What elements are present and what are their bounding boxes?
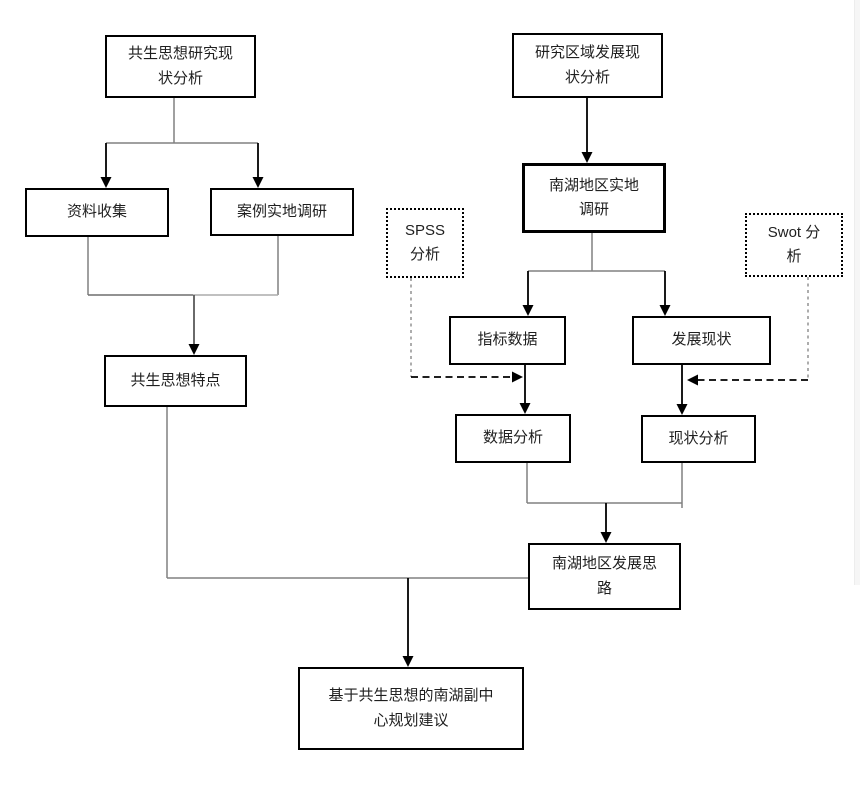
node-data-analysis: 数据分析 bbox=[455, 414, 571, 463]
node-label: 现状分析 bbox=[668, 429, 729, 447]
node-status-analysis: 现状分析 bbox=[641, 415, 756, 463]
node-development-status: 发展现状 bbox=[632, 316, 771, 365]
node-label: SPSS 分析 bbox=[404, 221, 446, 263]
node-label: 南湖地区发展思 路 bbox=[551, 555, 657, 597]
node-final-proposal: 基于共生思想的南湖副中 心规划建议 bbox=[298, 667, 524, 750]
node-label: 指标数据 bbox=[477, 331, 538, 349]
arrowhead-left bbox=[687, 374, 698, 386]
node-label: 南湖地区实地 调研 bbox=[548, 176, 639, 218]
arrowhead-down bbox=[252, 177, 264, 188]
node-swot-analysis: Swot 分 析 bbox=[745, 213, 843, 277]
node-label: 共生思想研究现 状分析 bbox=[127, 45, 233, 87]
node-data-collection: 资料收集 bbox=[25, 188, 169, 237]
node-spss-analysis: SPSS 分析 bbox=[386, 208, 464, 278]
node-symbiosis-features: 共生思想特点 bbox=[104, 355, 247, 407]
node-label: 研究区域发展现 状分析 bbox=[534, 44, 640, 86]
arrowhead-down bbox=[581, 152, 593, 163]
arrowhead-down bbox=[522, 305, 534, 316]
node-label: 共生思想特点 bbox=[130, 371, 221, 389]
node-nanhu-dev-ideas: 南湖地区发展思 路 bbox=[528, 543, 681, 610]
arrowhead-down bbox=[676, 404, 688, 415]
dashed-connectors bbox=[410, 277, 809, 381]
page-edge-shadow bbox=[854, 0, 860, 585]
node-label: 案例实地调研 bbox=[236, 202, 327, 220]
arrowhead-right bbox=[512, 371, 523, 383]
node-label: 数据分析 bbox=[482, 429, 543, 447]
node-label: 资料收集 bbox=[66, 203, 127, 221]
arrowhead-down bbox=[100, 177, 112, 188]
node-region-dev-status: 研究区域发展现 状分析 bbox=[512, 33, 663, 98]
arrowhead-down bbox=[600, 532, 612, 543]
arrowhead-down bbox=[402, 656, 414, 667]
node-label: Swot 分 析 bbox=[767, 223, 821, 265]
gray-connectors bbox=[87, 97, 683, 579]
node-indicator-data: 指标数据 bbox=[449, 316, 566, 365]
node-label: 基于共生思想的南湖副中 心规划建议 bbox=[328, 687, 494, 729]
arrowhead-down bbox=[659, 305, 671, 316]
node-symbiosis-research-status: 共生思想研究现 状分析 bbox=[105, 35, 256, 98]
arrowheads bbox=[100, 152, 698, 667]
arrowhead-down bbox=[519, 403, 531, 414]
node-label: 发展现状 bbox=[671, 331, 732, 349]
black-arrow-shafts bbox=[105, 98, 683, 658]
node-case-field-research: 案例实地调研 bbox=[210, 188, 354, 236]
arrowhead-down bbox=[188, 344, 200, 355]
node-nanhu-field-research: 南湖地区实地 调研 bbox=[522, 163, 666, 233]
